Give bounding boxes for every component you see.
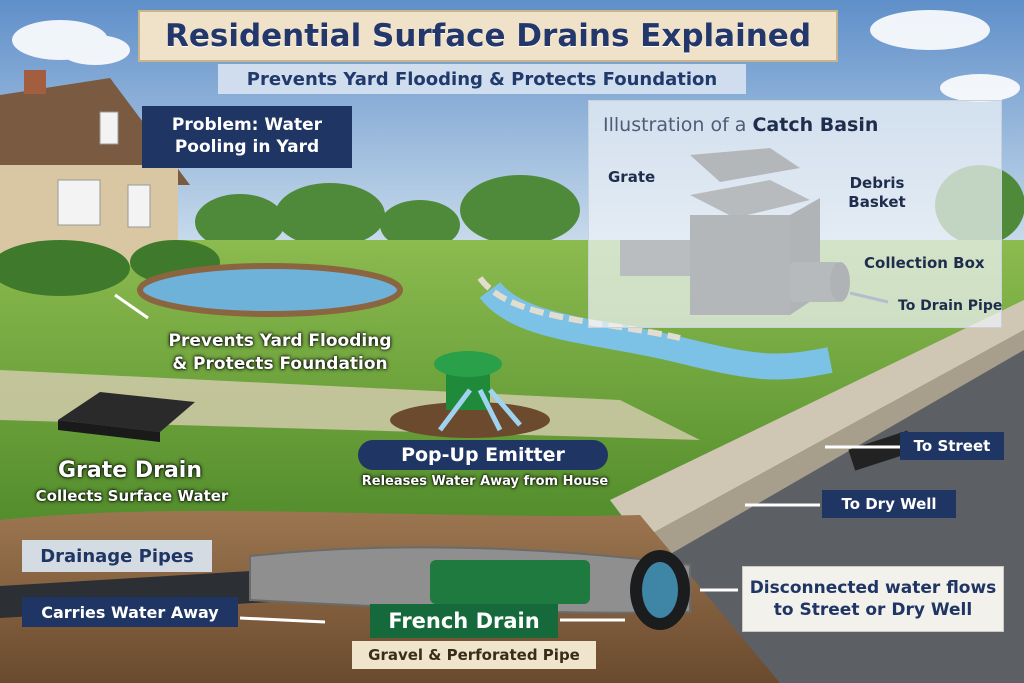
grate-drain-subtitle: Collects Surface Water — [35, 487, 229, 505]
prevents-callout: Prevents Yard Flooding & Protects Founda… — [160, 330, 400, 376]
debris-line2: Basket — [848, 193, 906, 211]
catch-basin-box-label: Collection Box — [864, 254, 985, 272]
page-title: Residential Surface Drains Explained — [138, 10, 838, 62]
inset-title-prefix: Illustration of a — [603, 114, 747, 136]
catch-basin-grate-label: Grate — [608, 168, 656, 186]
catch-basin-debris-label: Debris Basket — [832, 174, 922, 212]
drainage-pipes-title: Drainage Pipes — [22, 540, 212, 572]
prevents-line2: & Protects Foundation — [172, 354, 388, 374]
french-drain-title: French Drain — [370, 604, 558, 638]
french-drain-subtitle: Gravel & Perforated Pipe — [352, 641, 596, 669]
inset-title-bold: Catch Basin — [752, 114, 879, 136]
grate-drain-graphic — [58, 392, 195, 442]
inset-title: Illustration of a Catch Basin — [603, 114, 923, 136]
curb — [610, 300, 1024, 540]
catch-basin-pipe-label: To Drain Pipe — [898, 298, 1003, 314]
curb-inlet — [848, 430, 915, 471]
to-street-label: To Street — [900, 432, 1004, 460]
pond — [137, 263, 403, 317]
disconnect-line2: to Street or Dry Well — [773, 600, 973, 620]
grate-drain-title: Grate Drain — [57, 458, 202, 483]
to-dry-well-label: To Dry Well — [822, 490, 956, 518]
stream — [479, 281, 833, 380]
catch-basin-inset — [588, 100, 1002, 328]
page-subtitle: Prevents Yard Flooding & Protects Founda… — [218, 64, 746, 94]
popup-emitter-title: Pop-Up Emitter — [358, 440, 608, 470]
french-drain — [249, 546, 691, 630]
disconnected-callout: Disconnected water flows to Street or Dr… — [742, 566, 1004, 632]
clouds — [12, 10, 1020, 102]
debris-line1: Debris — [849, 174, 905, 192]
popup-emitter-subtitle: Releases Water Away from House — [361, 474, 609, 489]
problem-callout: Problem: Water Pooling in Yard — [142, 106, 352, 168]
disconnect-line1: Disconnected water flows — [749, 578, 997, 598]
stream-edge — [477, 276, 681, 341]
curb-face — [640, 330, 1024, 560]
popup-emitter-graphic — [390, 351, 550, 438]
drainage-pipes-subtitle: Carries Water Away — [22, 597, 238, 627]
prevents-line1: Prevents Yard Flooding — [168, 331, 392, 351]
